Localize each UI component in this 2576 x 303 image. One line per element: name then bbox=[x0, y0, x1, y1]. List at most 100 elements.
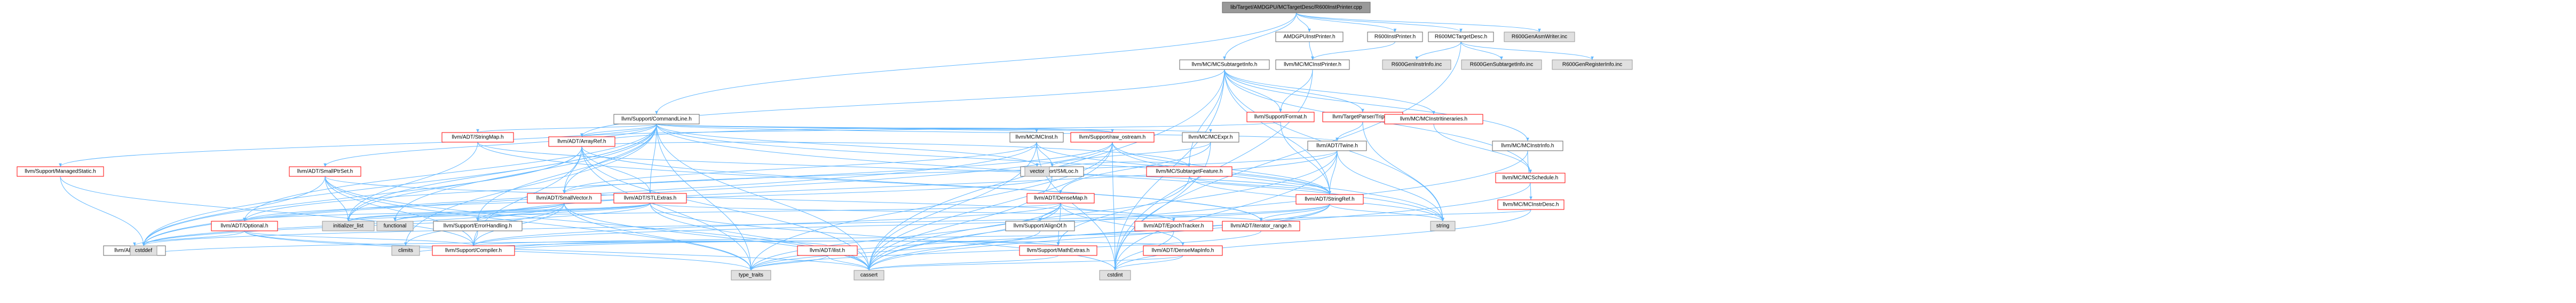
node-adtlist[interactable]: llvm/ADT/ilist.h bbox=[797, 245, 858, 256]
node-errhandling[interactable]: llvm/Support/ErrorHandling.h bbox=[433, 221, 523, 231]
edge-r600mctd-to-r600instrinfo bbox=[1415, 41, 1461, 60]
node-box-mcinstrdesc bbox=[1497, 199, 1564, 210]
edge-format-to-stringref bbox=[1280, 121, 1331, 195]
edge-densemap-to-typetraits bbox=[749, 203, 1061, 271]
node-label-mcexpr: llvm/MC/MCExpr.h bbox=[1189, 135, 1233, 141]
edge-smallvector-to-typetraits bbox=[564, 203, 753, 271]
edge-twine-to-cstdint bbox=[1113, 150, 1338, 271]
node-box-stlextras bbox=[613, 193, 687, 204]
node-string: string bbox=[1430, 221, 1456, 231]
node-format[interactable]: llvm/Support/Format.h bbox=[1246, 112, 1315, 122]
edge-mcexpr-to-cstdint bbox=[1113, 142, 1211, 271]
node-label-errhandling: llvm/Support/ErrorHandling.h bbox=[444, 223, 512, 229]
node-box-epoch bbox=[1134, 221, 1213, 231]
node-label-cstddef: cstddef bbox=[135, 248, 152, 254]
node-cstddef: cstddef bbox=[130, 245, 157, 256]
node-stfeat[interactable]: llvm/MC/SubtargetFeature.h bbox=[1146, 166, 1232, 177]
node-amdgpuip[interactable]: AMDGPUInstPrinter.h bbox=[1275, 32, 1344, 42]
node-smallvector[interactable]: llvm/ADT/SmallVector.h bbox=[527, 193, 602, 204]
node-alignof[interactable]: llvm/Support/AlignOf.h bbox=[1005, 221, 1075, 231]
node-mcinstrinfo[interactable]: llvm/MC/MCInstrInfo.h bbox=[1492, 141, 1563, 151]
node-arrayref[interactable]: llvm/ADT/ArrayRef.h bbox=[548, 136, 615, 147]
edge-amdgpuip-to-mcip bbox=[1309, 41, 1314, 60]
node-mcsti[interactable]: llvm/MC/MCSubtargetInfo.h bbox=[1179, 59, 1270, 70]
node-label-mcsched: llvm/MC/MCSchedule.h bbox=[1503, 175, 1558, 181]
node-label-functional: functional bbox=[384, 223, 407, 229]
node-mcinst[interactable]: llvm/MC/MCInst.h bbox=[1009, 132, 1064, 143]
node-label-epoch: llvm/ADT/EpochTracker.h bbox=[1144, 223, 1204, 229]
edge-stlextras-to-initlist bbox=[346, 203, 651, 222]
node-label-initlist: initializer_list bbox=[333, 223, 364, 229]
node-label-cl: llvm/Support/CommandLine.h bbox=[621, 116, 692, 122]
edge-mcsti-to-mcinstrinfo bbox=[1224, 69, 1529, 142]
edge-cl-to-stringmap bbox=[476, 123, 657, 133]
edge-stlextras-to-optional bbox=[243, 203, 651, 222]
edge-layer bbox=[59, 12, 1594, 271]
edge-mathextras-to-cassert bbox=[867, 255, 1058, 271]
node-mathextras[interactable]: llvm/Support/MathExtras.h bbox=[1019, 245, 1097, 256]
node-label-mcinstrinfo: llvm/MC/MCInstrInfo.h bbox=[1502, 143, 1554, 149]
edge-mcinst-to-cassert bbox=[867, 142, 1037, 271]
node-mcsched[interactable]: llvm/MC/MCSchedule.h bbox=[1495, 173, 1566, 183]
node-r600asm: R600GenAsmWriter.inc bbox=[1504, 32, 1575, 42]
node-box-initlist bbox=[322, 221, 375, 231]
edge-r600ip-to-mcip bbox=[1311, 41, 1395, 60]
node-stlextras[interactable]: llvm/ADT/STLExtras.h bbox=[613, 193, 687, 204]
edge-r600mctd-to-cstdint bbox=[1113, 41, 1461, 271]
edge-rawos-to-typetraits bbox=[749, 142, 1113, 271]
node-smallptrset[interactable]: llvm/ADT/SmallPtrSet.h bbox=[289, 166, 361, 177]
node-box-managedstatic bbox=[17, 166, 104, 177]
edge-root-to-mcsti bbox=[1223, 12, 1297, 60]
edge-managedstatic-to-compiler bbox=[60, 176, 475, 246]
node-mcip[interactable]: llvm/MC/MCInstPrinter.h bbox=[1275, 59, 1350, 70]
edge-optional-to-adtnone bbox=[133, 230, 245, 246]
node-label-adtlist: llvm/ADT/ilist.h bbox=[810, 248, 845, 254]
node-label-mcinstrdesc: llvm/MC/MCInstrDesc.h bbox=[1503, 202, 1559, 208]
node-label-vector: vector bbox=[1030, 169, 1045, 175]
edge-mcinstrinfo-to-cassert bbox=[867, 150, 1528, 271]
node-r600reginfo: R600GenRegisterInfo.inc bbox=[1552, 59, 1633, 70]
node-r600ip[interactable]: R600InstPrinter.h bbox=[1367, 32, 1423, 42]
node-box-r600asm bbox=[1504, 32, 1575, 42]
node-label-compiler: llvm/Support/Compiler.h bbox=[445, 248, 502, 254]
edge-mcsti-to-stringref bbox=[1224, 69, 1331, 195]
node-label-format: llvm/Support/Format.h bbox=[1254, 114, 1307, 120]
edge-mcinstrdesc-to-cstdint bbox=[1113, 209, 1531, 271]
node-mcexpr[interactable]: llvm/MC/MCExpr.h bbox=[1182, 132, 1239, 143]
node-densemap[interactable]: llvm/ADT/DenseMap.h bbox=[1026, 193, 1095, 204]
node-box-r600ip bbox=[1367, 32, 1423, 42]
node-r600mctd[interactable]: R600MCTargetDesc.h bbox=[1428, 32, 1494, 42]
node-epoch[interactable]: llvm/ADT/EpochTracker.h bbox=[1134, 221, 1213, 231]
node-optional[interactable]: llvm/ADT/Optional.h bbox=[211, 221, 278, 231]
node-label-mcinst: llvm/MC/MCInst.h bbox=[1016, 135, 1058, 141]
edge-optional-to-cassert bbox=[244, 230, 871, 271]
edge-stfeat-to-arrayref bbox=[580, 142, 1190, 167]
node-cl[interactable]: llvm/Support/CommandLine.h bbox=[613, 114, 700, 125]
node-stringmap[interactable]: llvm/ADT/StringMap.h bbox=[441, 132, 514, 143]
node-box-functional bbox=[376, 221, 414, 231]
node-managedstatic[interactable]: llvm/Support/ManagedStatic.h bbox=[17, 166, 104, 177]
node-box-mcsched bbox=[1495, 173, 1566, 183]
node-rawos[interactable]: llvm/Support/raw_ostream.h bbox=[1070, 132, 1155, 143]
node-label-iterrange: llvm/ADT/iterator_range.h bbox=[1231, 223, 1292, 229]
node-twine[interactable]: llvm/ADT/Twine.h bbox=[1307, 141, 1367, 151]
node-label-mcsti: llvm/MC/MCSubtargetInfo.h bbox=[1192, 62, 1258, 68]
edge-triple-to-string bbox=[1362, 121, 1444, 222]
node-mcitin[interactable]: llvm/MC/MCInstrItineraries.h bbox=[1384, 114, 1483, 125]
edge-cl-to-initlist bbox=[346, 123, 657, 222]
node-iterrange[interactable]: llvm/ADT/iterator_range.h bbox=[1222, 221, 1300, 231]
node-label-stringmap: llvm/ADT/StringMap.h bbox=[452, 135, 503, 141]
node-label-r600ip: R600InstPrinter.h bbox=[1374, 34, 1416, 40]
node-stringref[interactable]: llvm/ADT/StringRef.h bbox=[1295, 194, 1364, 205]
node-box-mcexpr bbox=[1182, 132, 1239, 143]
node-densemapinfo[interactable]: llvm/ADT/DenseMapInfo.h bbox=[1143, 245, 1223, 256]
node-box-densemap bbox=[1026, 193, 1095, 204]
edge-stlextras-to-cassert bbox=[650, 203, 871, 271]
node-box-cassert bbox=[854, 270, 884, 281]
node-mcinstrdesc[interactable]: llvm/MC/MCInstrDesc.h bbox=[1497, 199, 1564, 210]
edge-mcexpr-to-densemap bbox=[1059, 142, 1211, 194]
node-r600stinfo: R600GenSubtargetInfo.inc bbox=[1461, 59, 1542, 70]
node-label-stringref: llvm/ADT/StringRef.h bbox=[1305, 197, 1354, 203]
node-compiler[interactable]: llvm/Support/Compiler.h bbox=[432, 245, 515, 256]
node-label-stlextras: llvm/ADT/STLExtras.h bbox=[624, 196, 676, 201]
